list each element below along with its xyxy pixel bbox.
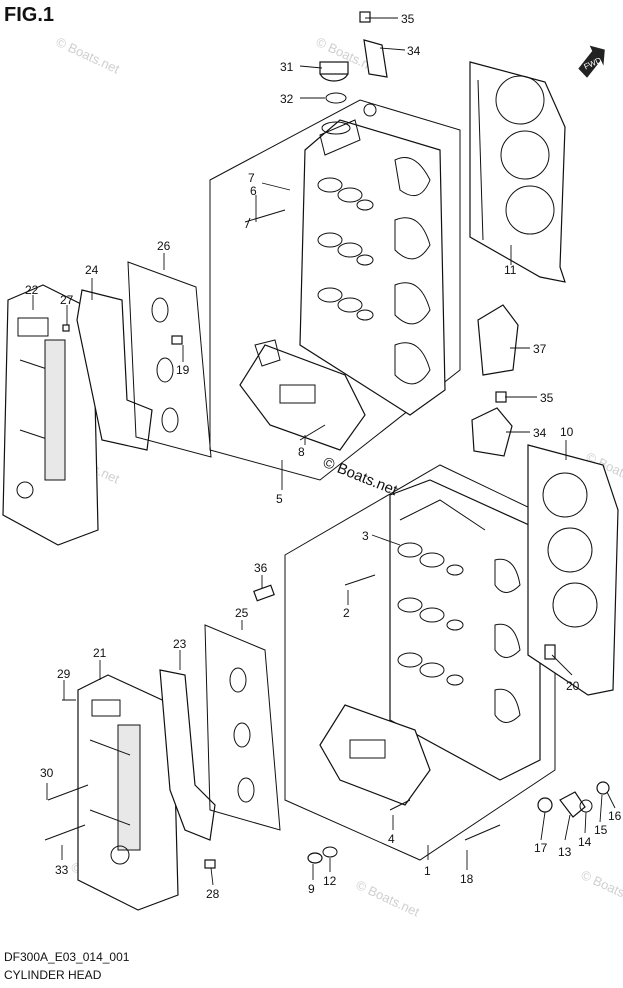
diagram-caption: CYLINDER HEAD <box>4 968 102 982</box>
cover-gasket-upper <box>76 289 153 451</box>
callout-24: 24 <box>85 263 99 277</box>
cam-cover-lower <box>77 674 179 911</box>
callout-22: 22 <box>25 283 39 297</box>
oil-filler-cap <box>319 61 349 82</box>
head-gasket-upper <box>469 61 566 283</box>
callout-13: 13 <box>558 845 572 859</box>
watermark: © Boats.net <box>54 34 122 77</box>
callout-10: 10 <box>560 425 574 439</box>
callout-15: 15 <box>594 823 608 837</box>
cylinder-head-lower <box>319 479 541 806</box>
small-hardware <box>44 11 610 869</box>
lower-assembly-outline <box>284 464 556 861</box>
cover-gasket-lower <box>159 669 216 841</box>
callout-35b: 35 <box>540 391 554 405</box>
bracket-plate-upper <box>363 39 388 78</box>
callout-21: 21 <box>93 646 107 660</box>
head-gasket-lower <box>527 444 619 696</box>
callout-19: 19 <box>176 363 190 377</box>
figure-title: FIG.1 <box>4 4 55 26</box>
callout-30: 30 <box>40 766 54 780</box>
callout-16: 16 <box>608 809 622 823</box>
callout-26: 26 <box>157 239 171 253</box>
callout-7: 7 <box>248 171 255 185</box>
callout-1: 1 <box>424 864 431 878</box>
fwd-arrow-icon: FWD <box>578 45 605 78</box>
callout-29: 29 <box>57 667 71 681</box>
callout-34b: 34 <box>533 426 547 440</box>
callout-36: 36 <box>254 561 268 575</box>
callout-6: 6 <box>250 184 257 198</box>
cam-cover-upper <box>2 284 99 546</box>
lifting-bracket <box>477 304 519 376</box>
cover-seal-lower <box>204 624 281 831</box>
callout-20: 20 <box>566 679 580 693</box>
callout-9: 9 <box>308 882 315 896</box>
callout-34: 34 <box>407 44 421 58</box>
callout-17: 17 <box>534 841 548 855</box>
callout-labels: 35 34 31 32 7 6 26 24 22 27 19 11 37 35 … <box>25 12 622 901</box>
callout-4: 4 <box>388 832 395 846</box>
callout-12: 12 <box>323 874 337 888</box>
cover-seal-upper <box>127 261 212 458</box>
callout-27: 27 <box>60 293 74 307</box>
callout-28: 28 <box>206 887 220 901</box>
bracket-plate-lower <box>471 407 513 457</box>
callout-14: 14 <box>578 835 592 849</box>
callout-25: 25 <box>235 606 249 620</box>
callout-31: 31 <box>280 60 294 74</box>
callout-11: 11 <box>504 263 517 277</box>
callout-23: 23 <box>173 637 187 651</box>
diagram-code: DF300A_E03_014_001 <box>4 950 130 964</box>
callout-5: 5 <box>276 492 283 506</box>
o-ring <box>325 92 347 104</box>
callout-18: 18 <box>460 872 474 886</box>
leader-lines <box>32 17 616 886</box>
center-watermark: © Boats.net <box>321 454 401 500</box>
callout-3: 3 <box>362 529 369 543</box>
watermark: © Boats.net <box>579 867 623 910</box>
watermark: © Boats.net <box>354 877 422 920</box>
callout-33: 33 <box>55 863 69 877</box>
callout-37: 37 <box>533 342 547 356</box>
callout-8: 8 <box>298 445 305 459</box>
cylinder-head-upper <box>239 103 446 451</box>
callout-32: 32 <box>280 92 294 106</box>
callout-2: 2 <box>343 606 350 620</box>
callout-35: 35 <box>401 12 415 26</box>
